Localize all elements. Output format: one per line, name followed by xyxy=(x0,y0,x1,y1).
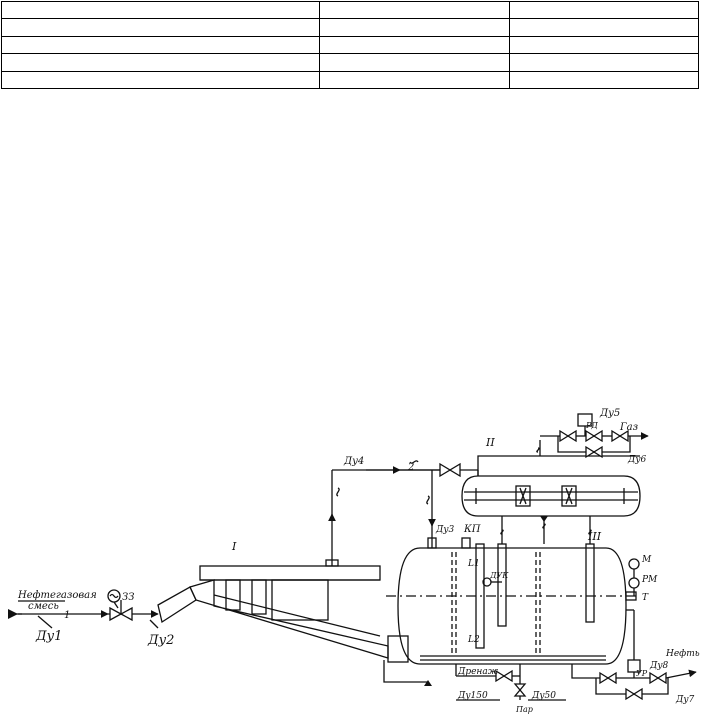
label-rm: РМ xyxy=(641,575,658,585)
label-dy6: Ду6 xyxy=(627,455,647,465)
label-t: Т xyxy=(642,593,649,603)
instruments xyxy=(625,558,641,673)
label-dy2: Ду2 xyxy=(147,633,174,648)
header-table xyxy=(0,0,700,90)
label-dy50: Ду50 xyxy=(531,691,556,701)
support-icon xyxy=(424,680,432,686)
label-dy4: Ду4 xyxy=(343,456,364,467)
gas-line-dy4 xyxy=(328,460,440,522)
label-steam: Пар xyxy=(515,705,533,714)
label-ur: УР xyxy=(636,669,648,678)
label-num-1: 1 xyxy=(64,610,70,621)
table-row xyxy=(0,70,700,90)
drain-pipes xyxy=(426,470,592,548)
table-cell xyxy=(508,70,700,90)
label-l2: L2 xyxy=(467,635,480,645)
inlet-valve-icon xyxy=(109,600,133,622)
label-dy1: Ду1 xyxy=(35,629,62,644)
label-rd: РД xyxy=(585,421,598,430)
label-gas: Газ xyxy=(619,422,638,433)
label-drain: Дренаж xyxy=(457,667,499,677)
level-float-icon xyxy=(482,577,502,587)
label-duk: ДУК xyxy=(489,571,509,580)
label-zz: ЗЗ xyxy=(122,592,134,603)
label-m: М xyxy=(641,555,652,565)
separator-III xyxy=(386,537,636,665)
table-cell xyxy=(0,70,321,90)
label-roman-I: I xyxy=(231,540,237,553)
label-dy150: Ду150 xyxy=(457,691,488,701)
label-dy3: Ду3 xyxy=(435,525,455,535)
gas-separator-II xyxy=(461,440,641,517)
label-dy5: Ду5 xyxy=(599,408,620,419)
label-roman-III: III xyxy=(587,530,602,543)
inlet-subtitle: смесь xyxy=(28,601,59,612)
oil-outlet xyxy=(571,664,697,701)
label-l1: L1 xyxy=(467,559,480,569)
inlet-title: Нефтегазовая xyxy=(17,590,97,601)
label-dy7: Ду7 xyxy=(675,695,695,705)
zz-actuator-icon xyxy=(107,589,121,609)
label-kp: КП xyxy=(463,524,481,535)
table-row xyxy=(0,0,700,20)
gas-outlet xyxy=(540,413,649,459)
table-row xyxy=(0,53,700,72)
label-roman-II: II xyxy=(485,436,495,449)
label-oil: Нефть xyxy=(665,649,700,659)
collector-I xyxy=(189,470,428,683)
label-dy8: Ду8 xyxy=(649,661,669,671)
gas-line-valve-icon xyxy=(439,462,479,478)
inlet-diffuser xyxy=(149,586,197,629)
drain-steam xyxy=(455,664,566,701)
label-num-2a: 2 xyxy=(407,462,414,473)
